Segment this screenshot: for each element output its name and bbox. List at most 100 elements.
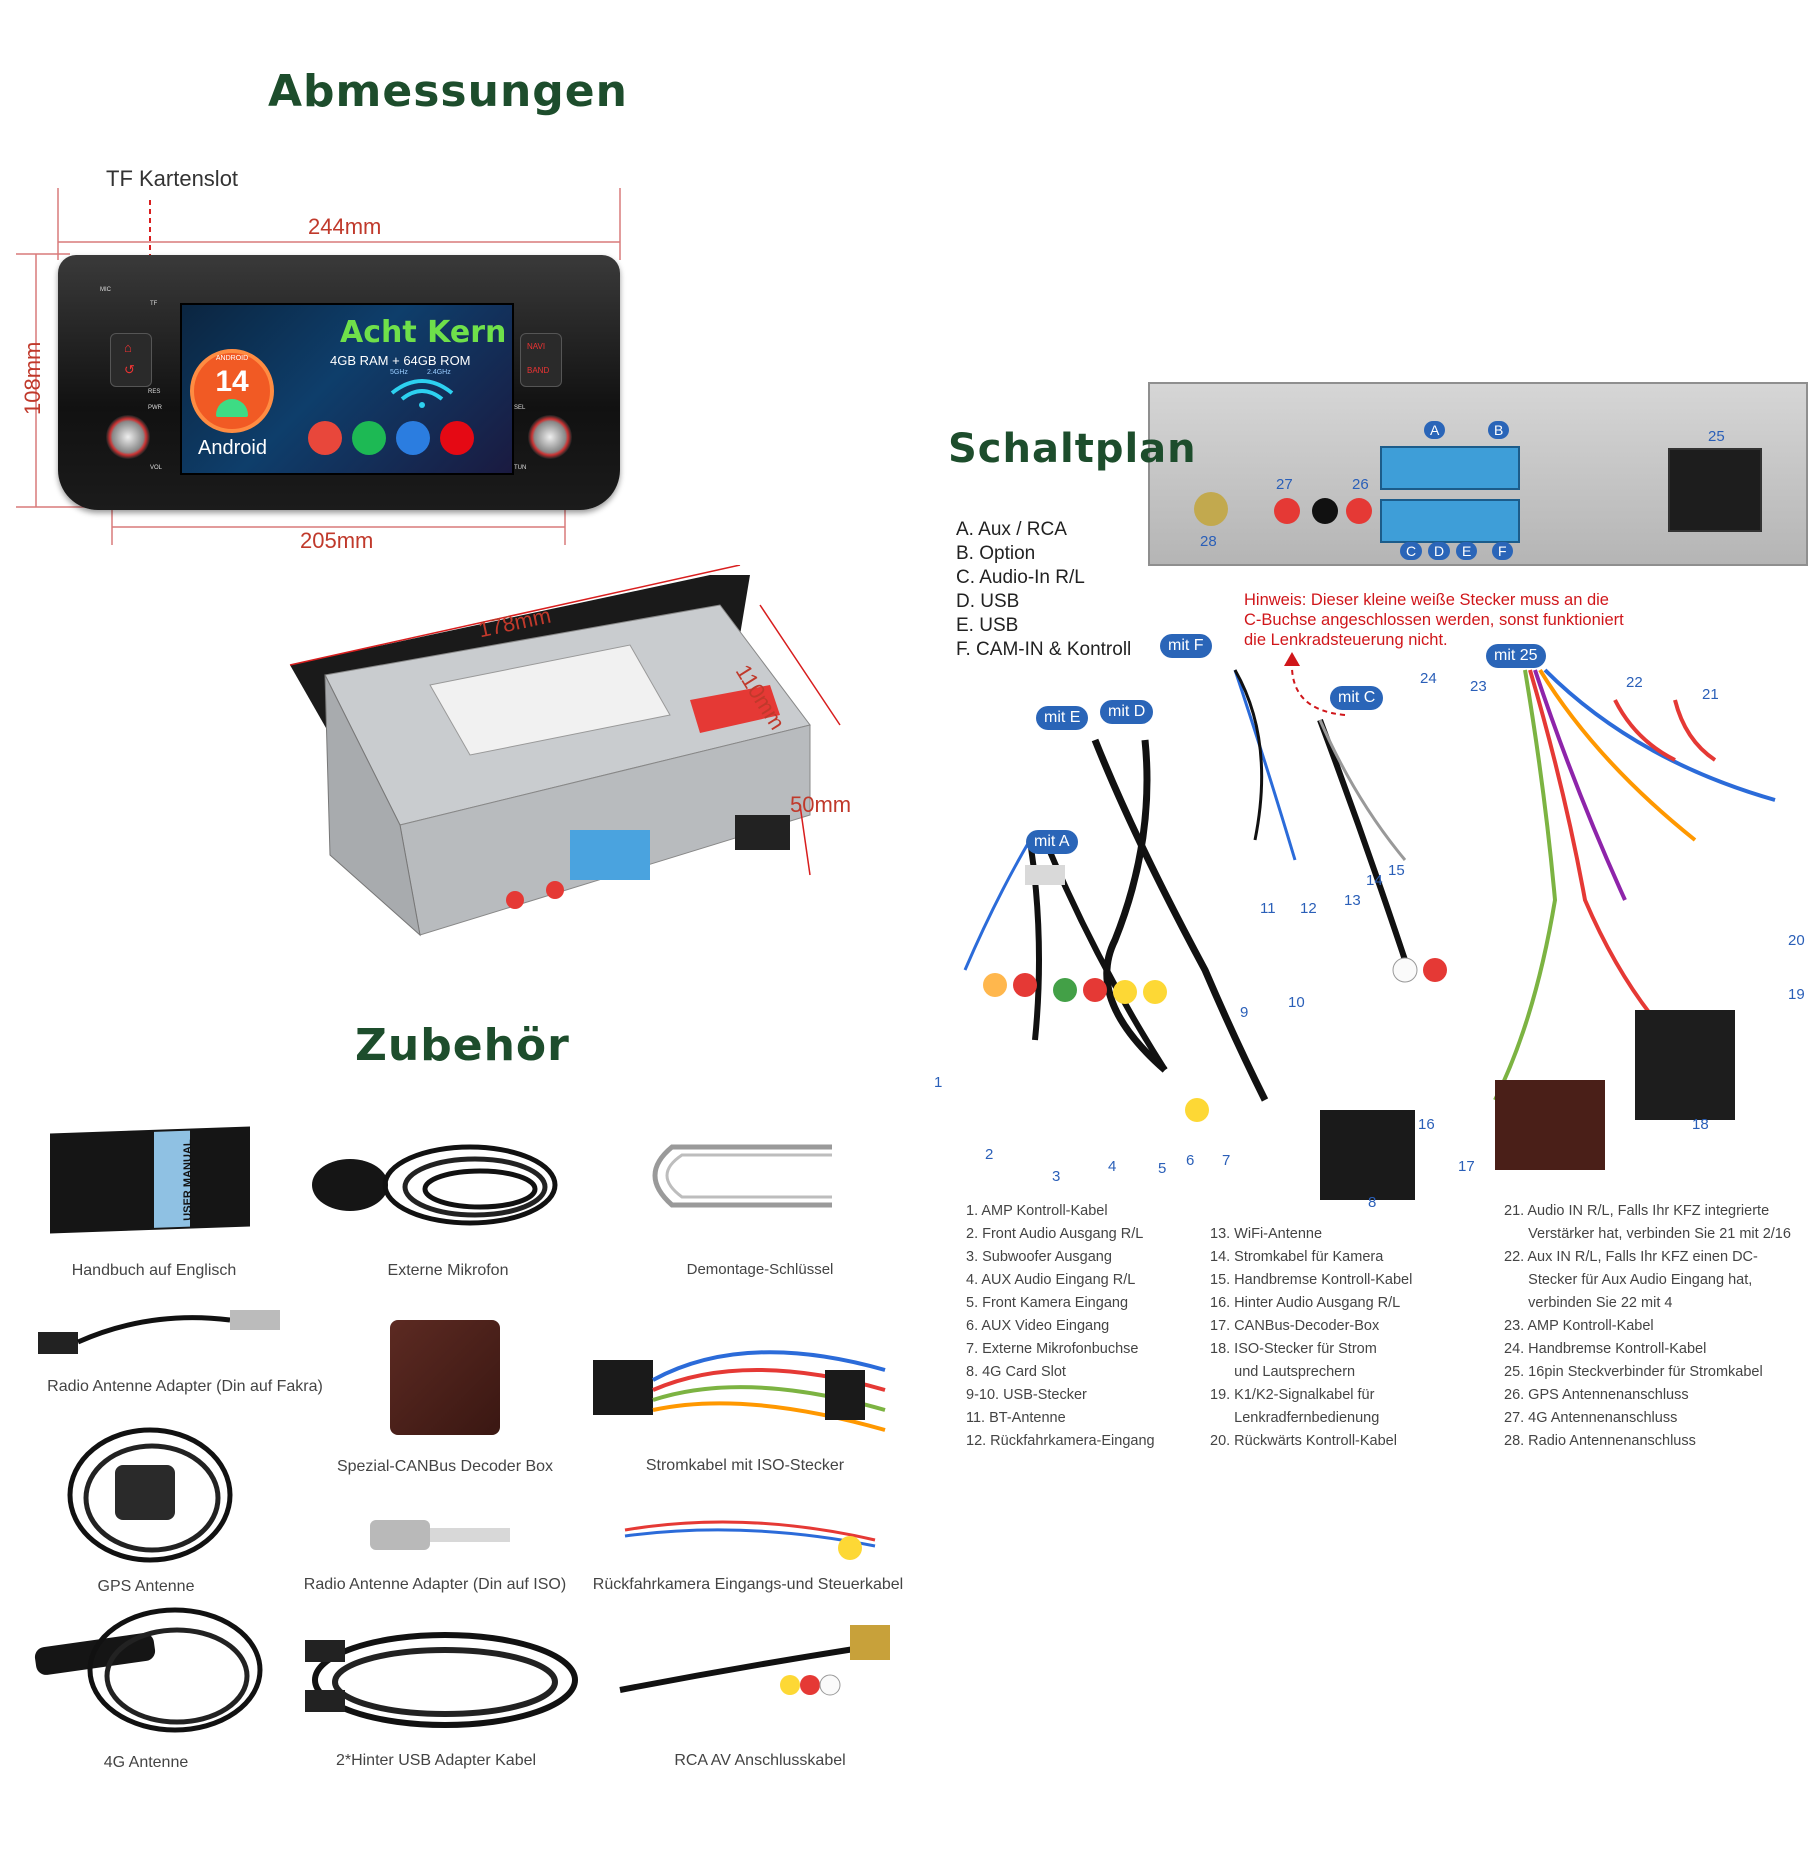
legend-item: 11. BT-Antenne bbox=[966, 1410, 1066, 1426]
badge-mit-a: mit A bbox=[1026, 830, 1078, 854]
removal-key-image bbox=[652, 1144, 832, 1208]
app-icon-3 bbox=[396, 421, 430, 455]
legend-item: und Lautsprechern bbox=[1210, 1364, 1356, 1380]
width-top-label: 244mm bbox=[308, 214, 382, 239]
caption-fakra-adapter: Radio Antenne Adapter (Din auf Fakra) bbox=[47, 1378, 323, 1395]
cable-number-9: 9 bbox=[1240, 1004, 1249, 1021]
port-label-c: C bbox=[1400, 542, 1423, 560]
legend-item: 27. 4G Antennenanschluss bbox=[1504, 1410, 1678, 1426]
dimensions-title: Abmessungen bbox=[268, 66, 628, 117]
connector-25 bbox=[1668, 448, 1762, 532]
legend-item: 2. Front Audio Ausgang R/L bbox=[966, 1226, 1144, 1242]
badge-mit-c: mit C bbox=[1330, 686, 1384, 710]
legend-item: 20. Rückwärts Kontroll-Kabel bbox=[1210, 1433, 1397, 1449]
volume-knob[interactable] bbox=[106, 415, 150, 459]
gps-port bbox=[1312, 498, 1338, 524]
screen-headline: Acht Kern bbox=[340, 315, 507, 350]
legend-item: verbinden Sie 22 mit 4 bbox=[1504, 1295, 1673, 1311]
radio-side-view bbox=[289, 565, 841, 937]
fakra-adapter-image bbox=[38, 1310, 280, 1354]
legend-item: 12. Rückfahrkamera-Eingang bbox=[966, 1433, 1155, 1449]
rca-av-cable-image bbox=[619, 1625, 890, 1696]
connector-item-b: B. Option bbox=[956, 543, 1036, 564]
caption-iso-adapter: Radio Antenne Adapter (Din auf ISO) bbox=[303, 1576, 567, 1593]
legend-item: 26. GPS Antennenanschluss bbox=[1504, 1387, 1689, 1403]
legend-item: 17. CANBus-Decoder-Box bbox=[1210, 1318, 1380, 1334]
cable-number-8: 8 bbox=[1368, 1194, 1377, 1211]
radio-front-panel: Acht Kern 4GB RAM + 64GB ROM 5GHz 2.4GHz… bbox=[58, 255, 620, 510]
accessories-title: Zubehör bbox=[355, 1020, 570, 1071]
microphone-image bbox=[312, 1144, 558, 1226]
cable-number-23: 23 bbox=[1470, 678, 1487, 695]
usb-adapter-image bbox=[305, 1632, 578, 1728]
hint-line-3: die Lenkradsteuerung nicht. bbox=[1244, 631, 1448, 649]
right-button-cluster[interactable]: NAVI BAND bbox=[520, 333, 562, 387]
connector-item-e: E. USB bbox=[956, 615, 1019, 636]
legend-item: 1. AMP Kontroll-Kabel bbox=[966, 1203, 1108, 1219]
gps-antenna-image bbox=[67, 1427, 233, 1563]
thickness-label: 50mm bbox=[790, 792, 852, 817]
port-26 bbox=[1346, 498, 1372, 524]
radio-antenna-port bbox=[1194, 492, 1228, 526]
wifi-5ghz: 5GHz bbox=[390, 369, 408, 376]
port-number-25: 25 bbox=[1708, 428, 1725, 445]
port-label-a: A bbox=[1424, 421, 1446, 439]
legend-column-1: 1. AMP Kontroll-Kabel 2. Front Audio Aus… bbox=[966, 1200, 1155, 1453]
cable-number-24: 24 bbox=[1420, 670, 1437, 687]
width-bottom-label: 205mm bbox=[300, 528, 374, 553]
sel-label: SEL bbox=[514, 405, 526, 411]
badge-mit-f: mit F bbox=[1160, 634, 1212, 658]
rear-panel bbox=[1148, 382, 1808, 566]
pwr-label: PWR bbox=[148, 405, 162, 411]
caption-removal-key: Demontage-Schlüssel bbox=[686, 1261, 834, 1278]
legend-item: 6. AUX Video Eingang bbox=[966, 1318, 1110, 1334]
legend-item: 8. 4G Card Slot bbox=[966, 1364, 1066, 1380]
home-icon: ⌂ bbox=[124, 340, 132, 355]
legend-item: 3. Subwoofer Ausgang bbox=[966, 1249, 1112, 1265]
connector-item-a: A. Aux / RCA bbox=[956, 519, 1067, 540]
cable-number-6: 6 bbox=[1186, 1152, 1195, 1169]
legend-item: 14. Stromkabel für Kamera bbox=[1210, 1249, 1384, 1265]
caption-4g-antenna: 4G Antenne bbox=[103, 1754, 189, 1771]
spotify-icon bbox=[352, 421, 386, 455]
legend-item: Stecker für Aux Audio Eingang hat, bbox=[1504, 1272, 1753, 1288]
port-label-f: F bbox=[1492, 542, 1513, 560]
caption-canbus-box: Spezial-CANBus Decoder Box bbox=[336, 1458, 554, 1475]
badge-mit-e: mit E bbox=[1036, 706, 1089, 730]
legend-item: 25. 16pin Steckverbinder für Stromkabel bbox=[1504, 1364, 1763, 1380]
back-icon: ↺ bbox=[124, 362, 135, 377]
legend-item: 9-10. USB-Stecker bbox=[966, 1387, 1087, 1403]
connector-item-c: C. Audio-In R/L bbox=[956, 567, 1085, 588]
port-label-e: E bbox=[1456, 542, 1478, 560]
legend-column-3: 21. Audio IN R/L, Falls Ihr KFZ integrie… bbox=[1504, 1200, 1791, 1453]
cable-number-22: 22 bbox=[1626, 674, 1643, 691]
cable-number-7: 7 bbox=[1222, 1152, 1231, 1169]
caption-camera-cable: Rückfahrkamera Eingangs-und Steuerkabel bbox=[592, 1576, 904, 1593]
tune-knob[interactable] bbox=[528, 415, 572, 459]
cable-number-4: 4 bbox=[1108, 1158, 1117, 1175]
connector-item-d: D. USB bbox=[956, 591, 1020, 612]
legend-item: 15. Handbremse Kontroll-Kabel bbox=[1210, 1272, 1413, 1288]
legend-column-2: 13. WiFi-Antenne 14. Stromkabel für Kame… bbox=[1210, 1223, 1412, 1453]
connector-c-f bbox=[1380, 499, 1520, 543]
legend-item: 23. AMP Kontroll-Kabel bbox=[1504, 1318, 1654, 1334]
cable-number-10: 10 bbox=[1288, 994, 1305, 1011]
port-number-27: 27 bbox=[1276, 476, 1293, 493]
wifi-24ghz: 2.4GHz bbox=[427, 369, 451, 376]
radio-screen: Acht Kern 4GB RAM + 64GB ROM 5GHz 2.4GHz… bbox=[180, 303, 514, 475]
cable-number-16: 16 bbox=[1418, 1116, 1435, 1133]
navi-button[interactable]: NAVI bbox=[527, 342, 546, 351]
cable-number-3: 3 bbox=[1052, 1168, 1061, 1185]
4g-port bbox=[1274, 498, 1300, 524]
cable-number-12: 12 bbox=[1300, 900, 1317, 917]
res-label: RES bbox=[148, 389, 161, 395]
cable-number-21: 21 bbox=[1702, 686, 1719, 703]
legend-item: 7. Externe Mikrofonbuchse bbox=[966, 1341, 1139, 1357]
legend-item: Lenkradfernbedienung bbox=[1210, 1410, 1380, 1426]
connector-list: A. Aux / RCA B. Option C. Audio-In R/L D… bbox=[956, 518, 1131, 662]
legend-item: 28. Radio Antennenanschluss bbox=[1504, 1433, 1696, 1449]
cable-number-19: 19 bbox=[1788, 986, 1805, 1003]
band-button[interactable]: BAND bbox=[527, 366, 550, 375]
left-button-cluster[interactable]: ⌂ ↺ bbox=[110, 333, 152, 387]
connector-item-f: F. CAM-IN & Kontroll bbox=[956, 639, 1132, 660]
